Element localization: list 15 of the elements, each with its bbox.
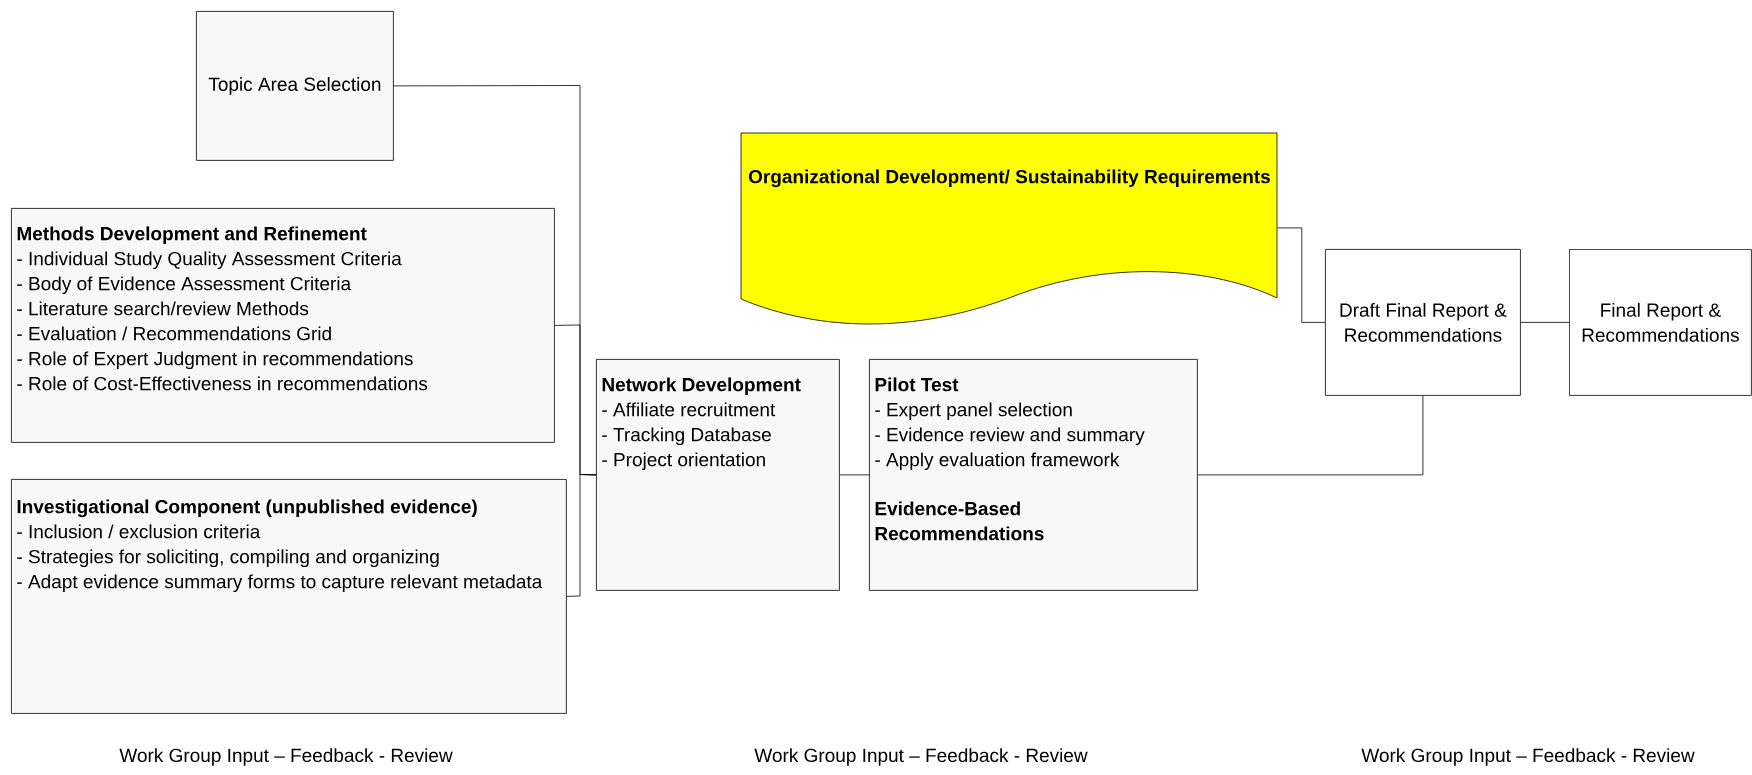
footer-note: Work Group Input – Feedback - Review — [754, 748, 1088, 766]
footer-note: Work Group Input – Feedback - Review — [1361, 748, 1695, 766]
process-box: Investigational Component (unpublished evidence) - Inclusion / exclusion criteria - Strategies for soliciting, compiling and organizing - Adapt evidence summary forms to capture relevant metadata — [11, 479, 567, 714]
footer-note: Work Group Input – Feedback - Review — [119, 748, 453, 766]
connector-line — [566, 474, 597, 597]
connector-line — [839, 474, 870, 476]
process-box: Draft Final Report & Recommendations — [1325, 249, 1521, 396]
process-box: Final Report & Recommendations — [1569, 249, 1752, 396]
connector-line — [1277, 227, 1326, 323]
process-box: Topic Area Selection — [196, 11, 394, 161]
process-box: Pilot Test - Expert panel selection - Evidence review and summary - Apply evaluation framework Evidence-Based Recommendations — [869, 359, 1198, 591]
process-box: Network Development - Affiliate recruitment - Tracking Database - Project orientation — [596, 359, 840, 591]
connector-line — [1520, 322, 1570, 323]
connector-line — [1197, 395, 1424, 476]
process-box: Methods Development and Refinement - Individual Study Quality Assessment Criteria - Body of Evidence Assessment Criteria - Literature search/review Methods - Evaluation / Recommendations Grid - Role of Expert Judgment in recommendations - Role of Cost-Effectiveness in recommendations — [11, 208, 555, 443]
